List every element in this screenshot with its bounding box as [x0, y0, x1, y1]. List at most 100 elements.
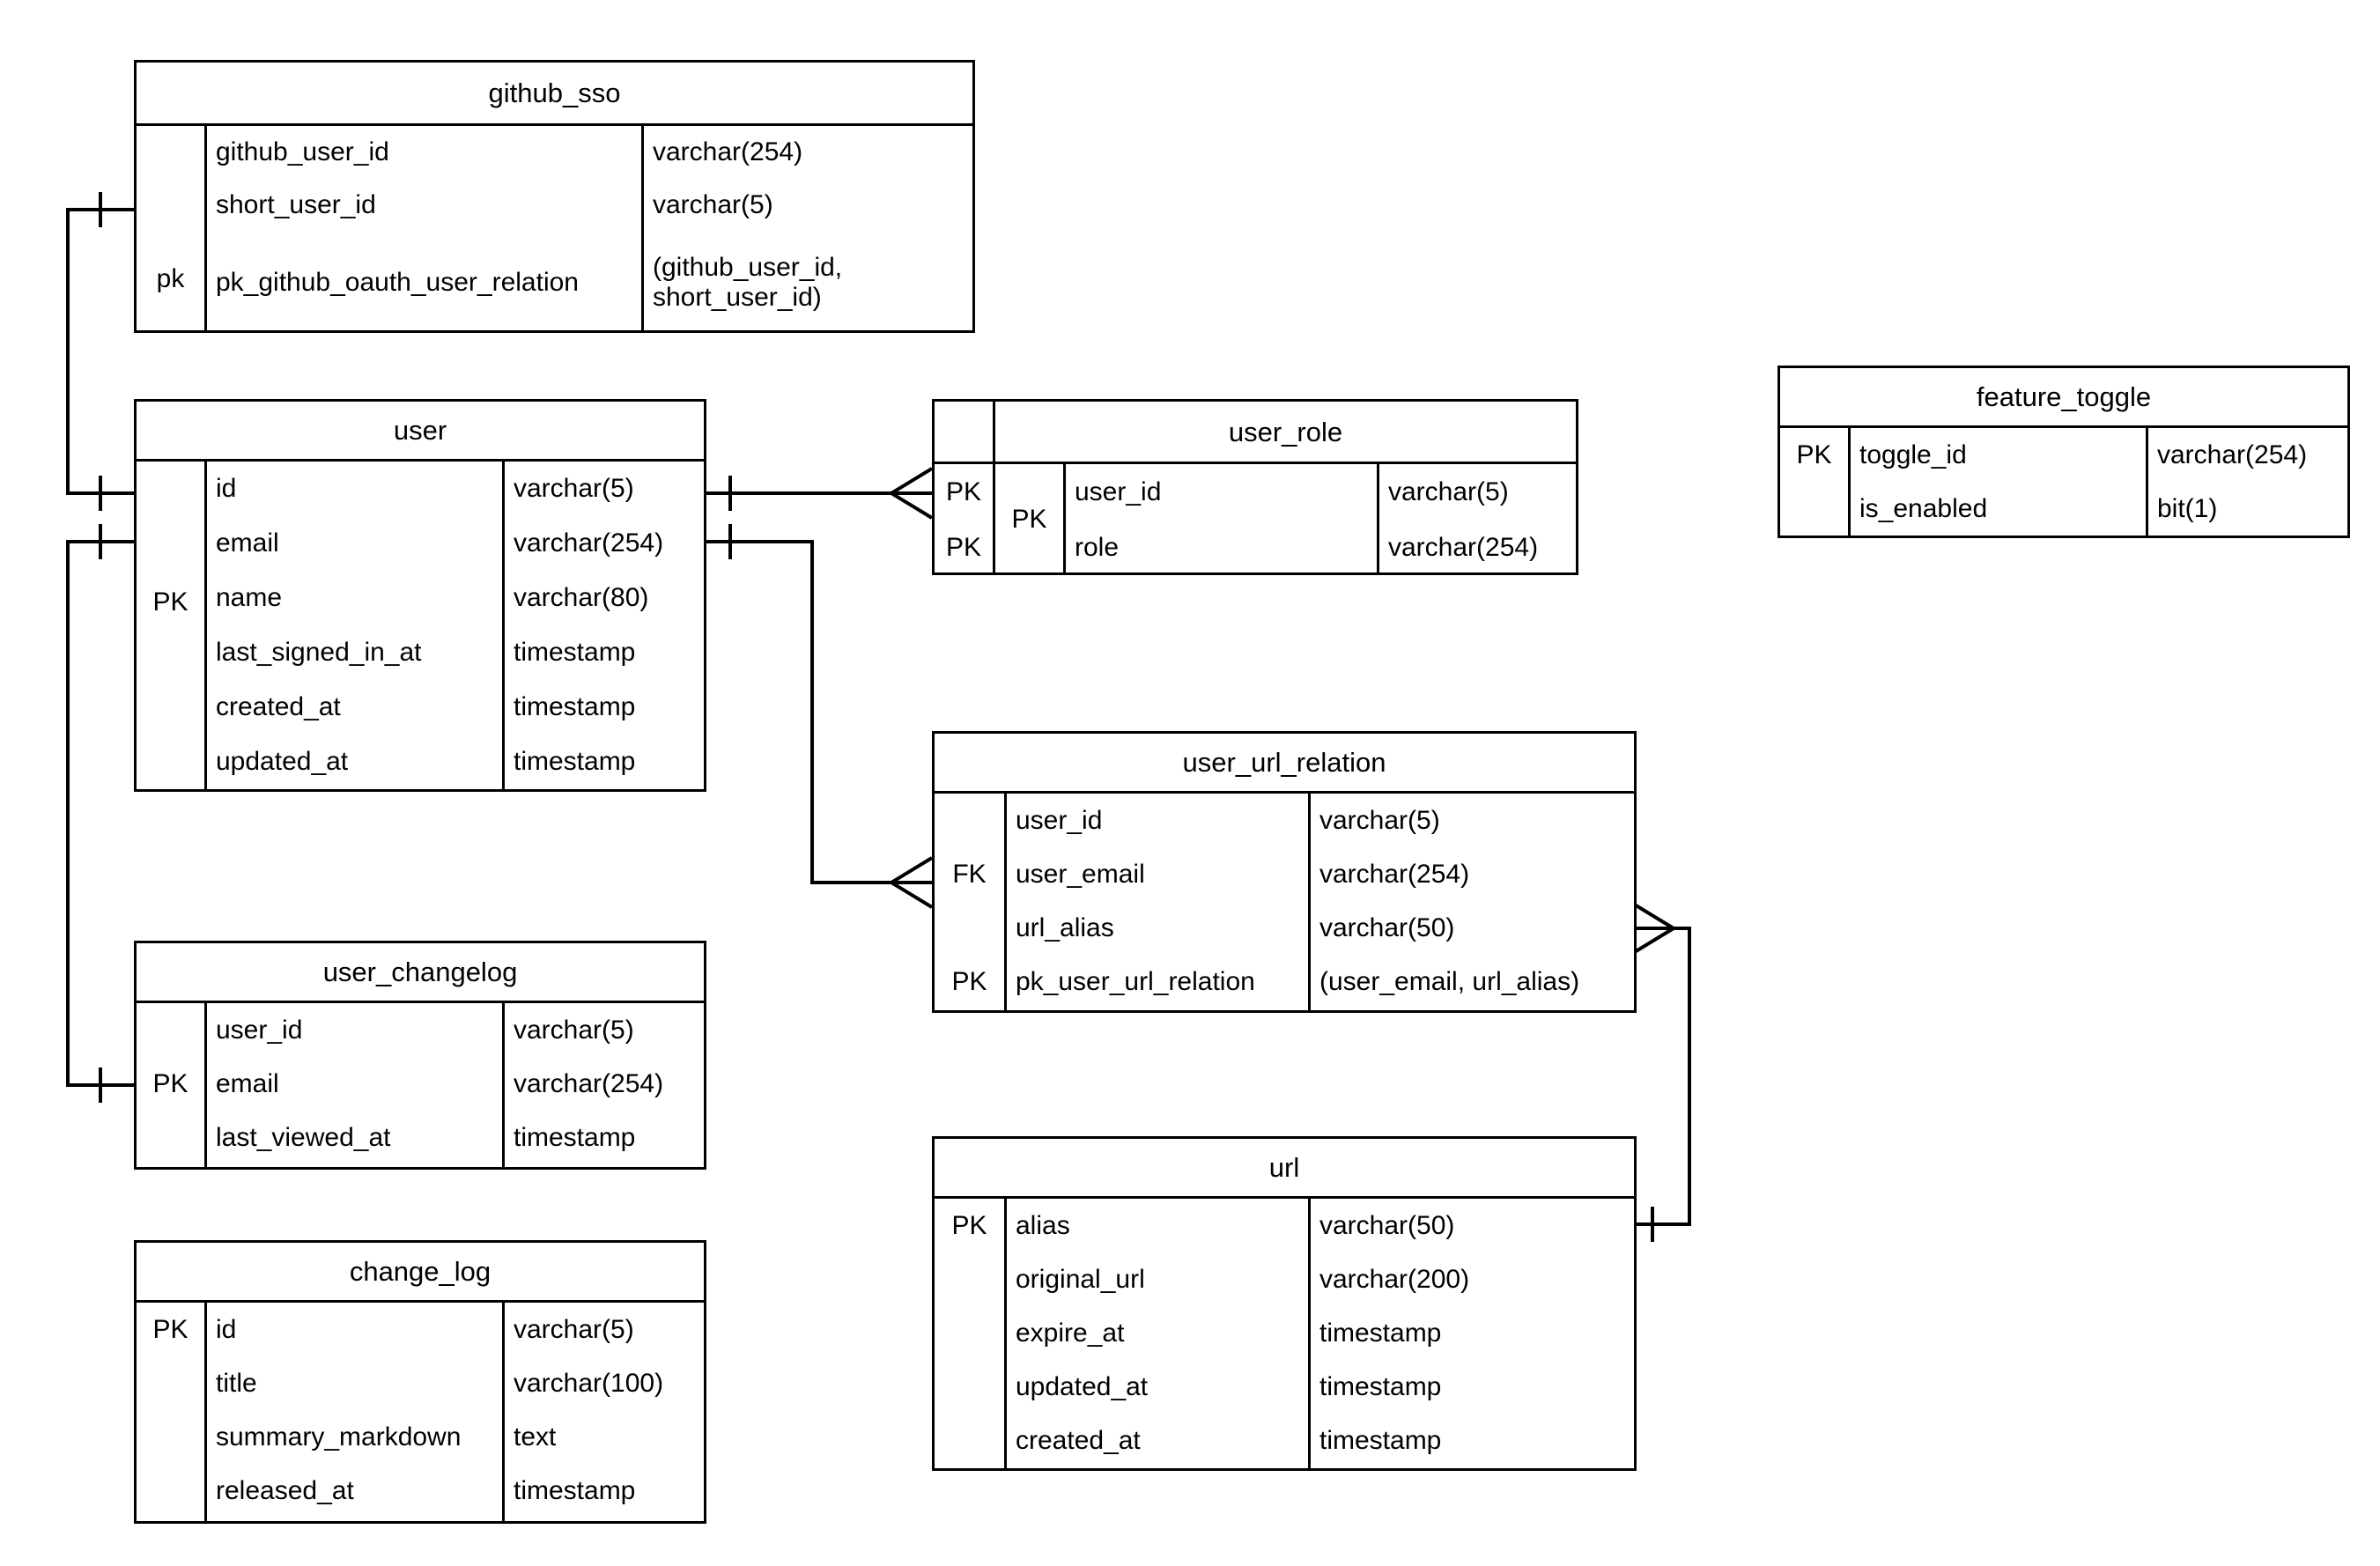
type-user_changelog-user_id: varchar(5) — [514, 1015, 634, 1045]
field-github_sso-github_user_id: github_user_id — [216, 137, 389, 167]
field-user_changelog-email: email — [216, 1068, 279, 1098]
cardinality-one-user_changelog — [99, 1067, 102, 1103]
entity-title-user_role: user_role — [1228, 416, 1343, 447]
cardinality-many-user_url_relation — [890, 856, 934, 909]
field-user_role-user_id: user_id — [1075, 476, 1162, 506]
type-feature_toggle-toggle_id: varchar(254) — [2157, 440, 2308, 469]
key-label-feature_toggle-pk: PK — [1796, 440, 1832, 469]
connector-user-user_url_relation-v — [810, 540, 814, 884]
type-user-id: varchar(5) — [514, 474, 634, 504]
type-url-updated_at: timestamp — [1319, 1371, 1442, 1401]
entity-title-user_url_relation: user_url_relation — [935, 734, 1634, 794]
type-change_log-summary_markdown: text — [514, 1422, 557, 1452]
type-user_role-user_id: varchar(5) — [1388, 476, 1509, 506]
type-user_changelog-last_viewed_at: timestamp — [514, 1122, 636, 1152]
field-url-created_at: created_at — [1016, 1425, 1141, 1455]
connector-github_sso-user-h2 — [66, 491, 139, 495]
cardinality-many-user_role — [890, 467, 934, 520]
field-user_url_relation-user_id: user_id — [1016, 805, 1103, 835]
field-user_role-role: role — [1075, 532, 1120, 562]
key-label-github_sso-pk: pk — [156, 264, 185, 293]
type-github_sso-short_user_id: varchar(5) — [653, 190, 773, 220]
entity-title-change_log: change_log — [137, 1243, 704, 1303]
field-url-updated_at: updated_at — [1016, 1371, 1149, 1401]
entity-user_changelog[interactable]: user_changelog PK user_id email last_vie… — [134, 941, 706, 1170]
key-label-user_role-composite: PK — [995, 464, 1066, 575]
key-label-user_url_relation-user_id — [935, 794, 1004, 847]
connector-user-user_changelog-h1 — [66, 540, 139, 543]
field-change_log-title: title — [216, 1368, 257, 1398]
type-url-created_at: timestamp — [1319, 1425, 1442, 1455]
type-user-email: varchar(254) — [514, 528, 664, 558]
entity-change_log[interactable]: change_log PK id title summary_markdown … — [134, 1240, 706, 1524]
cardinality-one-user-email-right — [728, 524, 732, 559]
connector-user-user_url_relation-h2 — [810, 881, 934, 884]
type-user_url_relation-url_alias: varchar(50) — [1319, 912, 1455, 942]
entity-title-stub-user_role — [935, 402, 995, 462]
type-url-expire_at: timestamp — [1319, 1318, 1442, 1348]
key-label-user_role-role: PK — [945, 532, 982, 562]
entity-feature_toggle[interactable]: feature_toggle PK toggle_id is_enabled v… — [1778, 366, 2350, 538]
connector-user-user_changelog-h2 — [66, 1083, 139, 1087]
key-label-user_role-user_id: PK — [945, 476, 982, 506]
type-feature_toggle-is_enabled: bit(1) — [2157, 493, 2218, 523]
cardinality-one-user-id-right — [728, 476, 732, 511]
field-user_url_relation-url_alias: url_alias — [1016, 912, 1114, 942]
field-user-last_signed_in_at: last_signed_in_at — [216, 638, 422, 668]
type-github_sso-pk_github_oauth_user_relation: (github_user_id, short_user_id) — [653, 252, 843, 312]
type-user-last_signed_in_at: timestamp — [514, 638, 636, 668]
entity-user_role[interactable]: user_role PK PK PK user_id role varchar(… — [932, 399, 1578, 575]
cardinality-one-user-email-left — [99, 524, 102, 559]
field-user-created_at: created_at — [216, 692, 341, 722]
type-url-alias: varchar(50) — [1319, 1210, 1455, 1240]
cardinality-one-user-id-left — [99, 476, 102, 511]
type-github_sso-github_user_id: varchar(254) — [653, 137, 803, 167]
key-label-user_url_relation-pk: PK — [951, 966, 987, 996]
key-label-url-pk: PK — [951, 1210, 987, 1240]
field-user_url_relation-pk_user_url_relation: pk_user_url_relation — [1016, 966, 1255, 996]
connector-user-user_role-h — [705, 491, 934, 495]
entity-title-user: user — [137, 402, 704, 462]
entity-url[interactable]: url PK alias original_url expire_at upda… — [932, 1136, 1637, 1471]
connector-github_sso-user-v — [66, 208, 70, 495]
field-url-original_url: original_url — [1016, 1264, 1145, 1294]
entity-github_sso[interactable]: github_sso pk github_user_id short_user_… — [134, 60, 975, 333]
key-label-user-pk: PK — [152, 587, 188, 617]
key-label-change_log-pk: PK — [152, 1314, 188, 1344]
key-label-user_changelog-pk: PK — [152, 1068, 188, 1098]
entity-title-feature_toggle: feature_toggle — [1780, 368, 2347, 428]
connector-user-user_url_relation-h1 — [705, 540, 814, 543]
type-user-name: varchar(80) — [514, 583, 649, 613]
field-user-updated_at: updated_at — [216, 747, 349, 777]
field-user-email: email — [216, 528, 279, 558]
type-user_changelog-email: varchar(254) — [514, 1068, 664, 1098]
entity-title-github_sso: github_sso — [137, 63, 972, 126]
cardinality-many-url_alias — [1631, 902, 1675, 955]
key-label-user_url_relation-url_alias — [935, 901, 1004, 955]
field-github_sso-pk_github_oauth_user_relation: pk_github_oauth_user_relation — [216, 267, 579, 297]
entity-title-user_changelog: user_changelog — [137, 943, 704, 1003]
type-change_log-title: varchar(100) — [514, 1368, 664, 1398]
field-user-id: id — [216, 474, 237, 504]
entity-user_url_relation[interactable]: user_url_relation FK PK user_id user_ema… — [932, 731, 1637, 1013]
field-url-expire_at: expire_at — [1016, 1318, 1125, 1348]
type-user_url_relation-user_email: varchar(254) — [1319, 859, 1470, 889]
field-url-alias: alias — [1016, 1210, 1070, 1240]
type-change_log-id: varchar(5) — [514, 1314, 634, 1344]
type-user_url_relation-user_id: varchar(5) — [1319, 805, 1440, 835]
field-user_url_relation-user_email: user_email — [1016, 859, 1145, 889]
type-url-original_url: varchar(200) — [1319, 1264, 1470, 1294]
type-user_url_relation-pk_user_url_relation: (user_email, url_alias) — [1319, 966, 1580, 996]
connector-user_url_relation-url-v — [1688, 927, 1691, 1226]
type-user-created_at: timestamp — [514, 692, 636, 722]
entity-title-url: url — [935, 1139, 1634, 1199]
key-label-user_url_relation-user_email: FK — [952, 859, 987, 889]
entity-user[interactable]: user PK id email name last_signed_in_at … — [134, 399, 706, 792]
connector-user_url_relation-url-h2 — [1635, 1223, 1691, 1226]
field-feature_toggle-is_enabled: is_enabled — [1859, 493, 1988, 523]
connector-user-user_changelog-v — [66, 540, 70, 1087]
type-user-updated_at: timestamp — [514, 747, 636, 777]
field-user-name: name — [216, 583, 283, 613]
field-user_changelog-user_id: user_id — [216, 1015, 303, 1045]
field-change_log-summary_markdown: summary_markdown — [216, 1422, 462, 1452]
